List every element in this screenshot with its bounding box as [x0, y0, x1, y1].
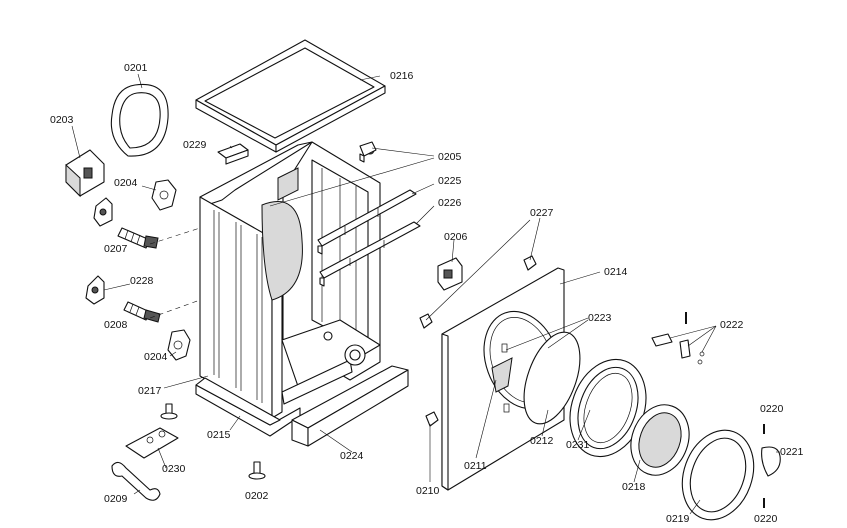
hinge-0222	[651, 312, 705, 365]
rail-0226	[319, 221, 421, 287]
label-0217: 0217	[138, 385, 162, 397]
label-0215: 0215	[207, 429, 231, 441]
door-glass-0218	[630, 404, 690, 476]
label-0218: 0218	[622, 481, 646, 493]
clip-0229	[217, 143, 249, 165]
seal-0212	[523, 331, 581, 425]
bracket-0204-lower	[167, 329, 191, 361]
foot-left	[160, 403, 178, 420]
top-cover-0216	[195, 39, 386, 153]
clip-0227	[419, 255, 537, 329]
damper-0208	[123, 301, 161, 323]
label-0203: 0203	[50, 114, 74, 126]
foot-0202	[248, 461, 266, 480]
label-0210: 0210	[416, 485, 440, 497]
label-0212: 0212	[530, 435, 554, 447]
label-0226: 0226	[438, 197, 462, 209]
label-0211: 0211	[464, 460, 487, 472]
label-0216: 0216	[390, 70, 414, 82]
label-0207: 0207	[104, 243, 128, 255]
label-0208: 0208	[104, 319, 128, 331]
label-0220-bottom: 0220	[754, 513, 778, 525]
label-0206: 0206	[444, 231, 468, 243]
label-0228: 0228	[130, 275, 154, 287]
label-0214: 0214	[604, 266, 628, 278]
hinge-0205	[359, 141, 377, 163]
label-0227: 0227	[530, 207, 554, 219]
label-0222: 0222	[720, 319, 744, 331]
label-0205: 0205	[438, 151, 462, 163]
door-lock-0206	[437, 257, 463, 291]
part-labels: 0201 0202 0203 0204 0204 0205 0206 0207 …	[50, 62, 804, 525]
wrench-0209	[111, 461, 161, 501]
door-handle-0221	[761, 446, 781, 477]
bracket-0204-upper	[151, 179, 177, 211]
label-0229: 0229	[183, 139, 207, 151]
rail-0225	[317, 189, 417, 255]
module-block-0203	[65, 149, 105, 198]
label-0219: 0219	[666, 513, 690, 525]
cabinet-0217	[199, 141, 381, 419]
gasket-ring-0201	[110, 83, 169, 157]
door-frame-0231	[569, 358, 647, 458]
damper-0207	[93, 197, 159, 249]
label-0225: 0225	[438, 175, 462, 187]
label-0202: 0202	[245, 490, 269, 502]
mount-0228	[85, 275, 105, 305]
leader-lines	[71, 73, 780, 515]
label-0220-top: 0220	[760, 403, 784, 415]
label-0221: 0221	[780, 446, 804, 458]
plinth-panel-0224	[291, 365, 409, 447]
label-0204-lower: 0204	[144, 351, 168, 363]
screw-0210	[425, 411, 439, 427]
label-0231: 0231	[566, 439, 590, 451]
label-0223: 0223	[588, 312, 612, 324]
label-0230: 0230	[162, 463, 186, 475]
label-0201: 0201	[124, 62, 148, 74]
label-0224: 0224	[340, 450, 364, 462]
spanner-plate-0230	[125, 427, 179, 459]
label-0209: 0209	[104, 493, 128, 505]
door-ring-0219	[681, 429, 755, 521]
label-0204-upper: 0204	[114, 177, 138, 189]
